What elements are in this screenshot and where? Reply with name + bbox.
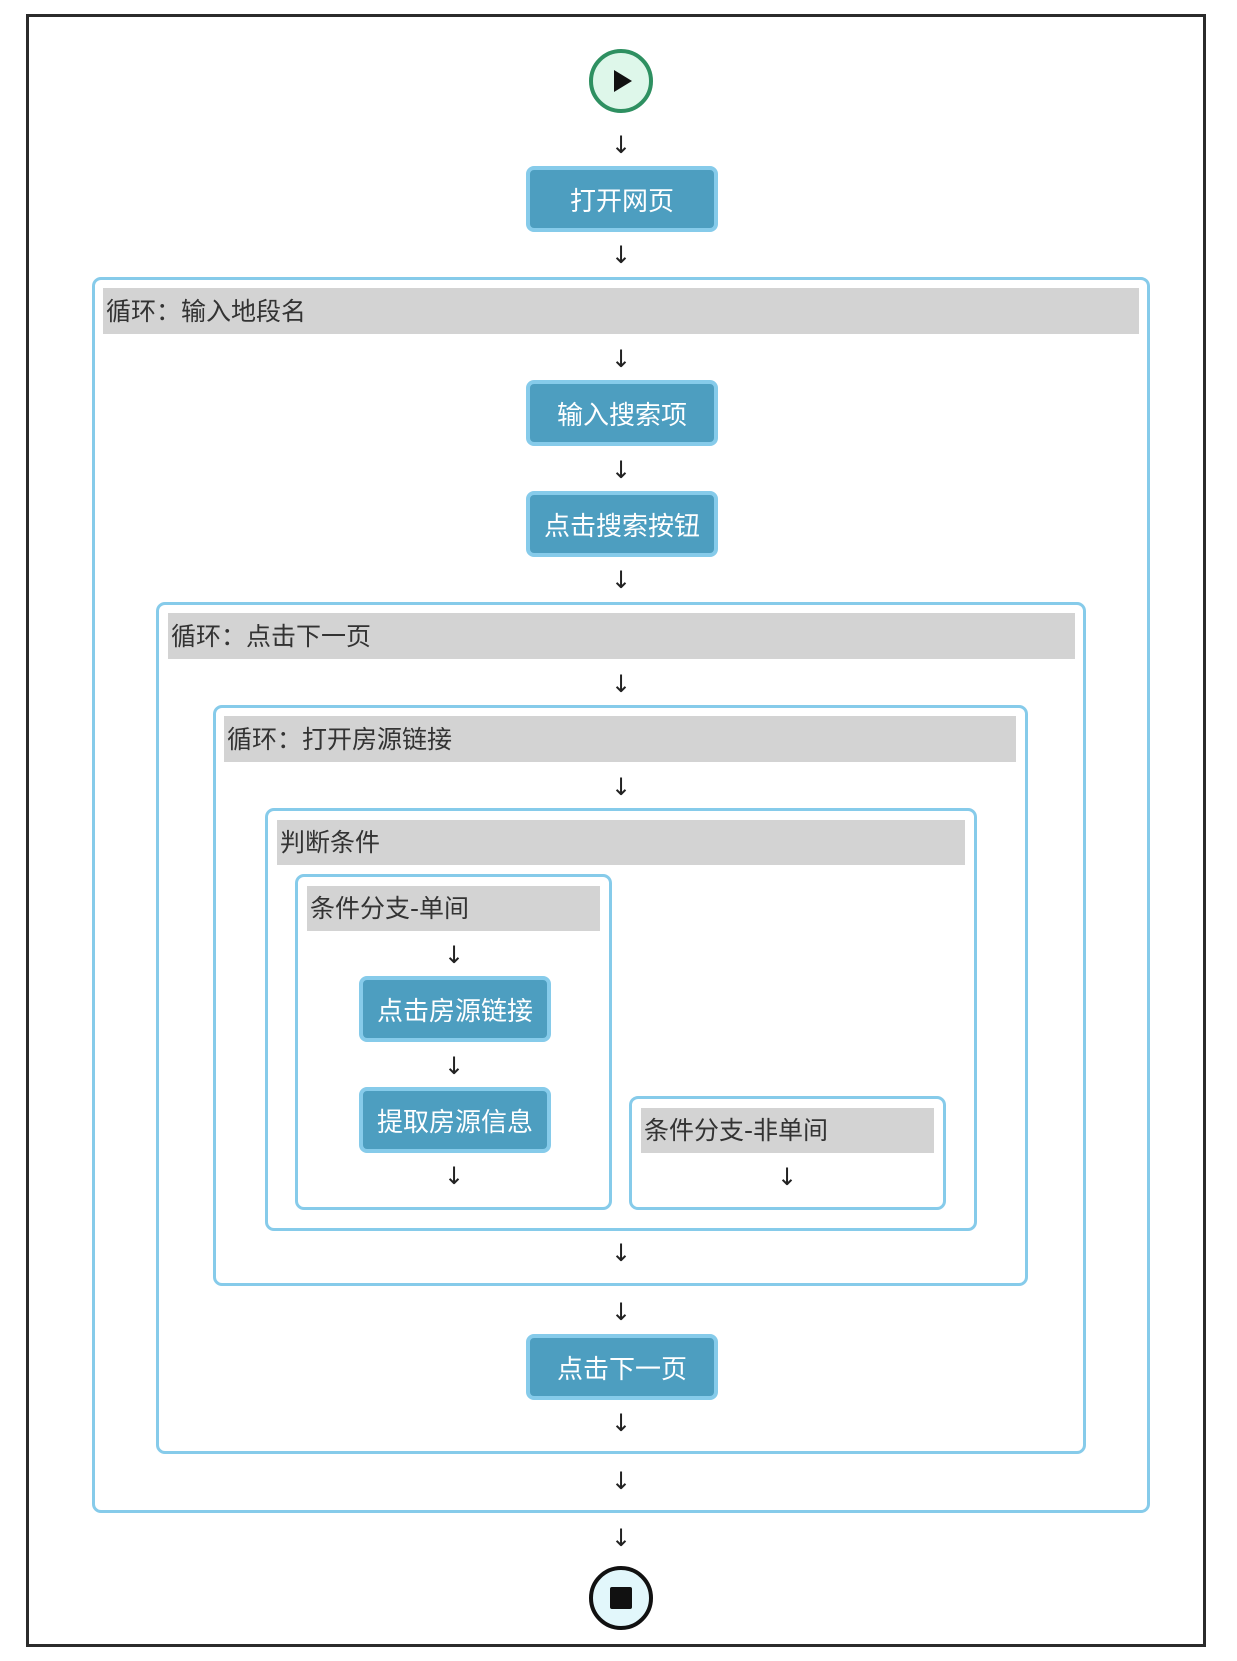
flow-arrow: ↓ <box>610 241 632 269</box>
flow-arrow: ↓ <box>610 345 632 373</box>
flow-arrow: ↓ <box>610 1298 632 1326</box>
flow-arrow: ↓ <box>776 1163 798 1191</box>
flow-arrow: ↓ <box>610 566 632 594</box>
stop-icon <box>610 1587 632 1609</box>
open-page-action[interactable]: 打开网页 <box>526 166 718 232</box>
play-icon <box>614 70 632 92</box>
click-listing-link-action[interactable]: 点击房源链接 <box>359 976 551 1042</box>
input-search-action[interactable]: 输入搜索项 <box>526 380 718 446</box>
flow-arrow: ↓ <box>610 131 632 159</box>
condition-header: 判断条件 <box>277 820 965 865</box>
flow-arrow: ↓ <box>610 1524 632 1552</box>
click-next-page-action[interactable]: 点击下一页 <box>526 1334 718 1400</box>
branch-non-single-room-header: 条件分支-非单间 <box>641 1108 934 1153</box>
flow-arrow: ↓ <box>610 1409 632 1437</box>
branch-single-room-header: 条件分支-单间 <box>307 886 600 931</box>
loop-open-listing-link-header: 循环：打开房源链接 <box>224 716 1016 762</box>
extract-listing-action[interactable]: 提取房源信息 <box>359 1087 551 1153</box>
flow-arrow: ↓ <box>610 670 632 698</box>
flow-arrow: ↓ <box>610 1467 632 1495</box>
loop-input-area-name-header: 循环：输入地段名 <box>103 288 1139 334</box>
click-search-action[interactable]: 点击搜索按钮 <box>526 491 718 557</box>
flow-arrow: ↓ <box>610 773 632 801</box>
start-node[interactable] <box>589 49 653 113</box>
flow-arrow: ↓ <box>443 1162 465 1190</box>
end-node[interactable] <box>589 1566 653 1630</box>
flow-arrow: ↓ <box>443 941 465 969</box>
loop-click-next-page-header: 循环：点击下一页 <box>168 613 1075 659</box>
flow-arrow: ↓ <box>610 456 632 484</box>
flow-arrow: ↓ <box>443 1052 465 1080</box>
flow-arrow: ↓ <box>610 1239 632 1267</box>
